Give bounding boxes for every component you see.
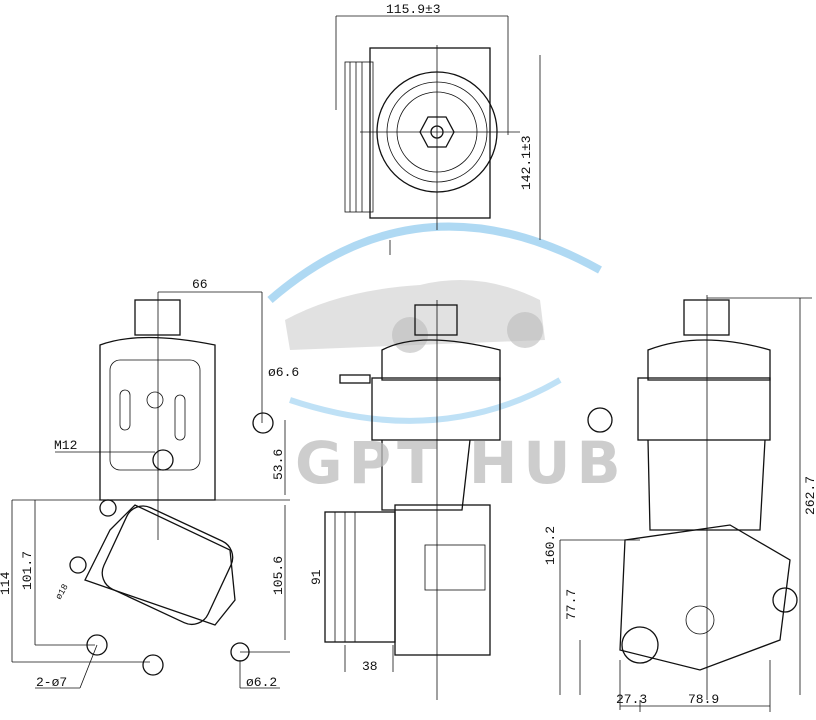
right-view: 160.2 77.7 262.7 27.3 78.9 xyxy=(543,295,816,712)
dim-38: 38 xyxy=(362,659,378,674)
dim-hole-6-6: ø6.6 xyxy=(268,365,299,380)
dim-66: 66 xyxy=(192,277,208,292)
watermark-text: GPT HUB xyxy=(295,429,627,497)
top-view: 115.9±3 142.1±3 xyxy=(335,2,541,255)
dim-160-2: 160.2 xyxy=(543,526,558,565)
dim-port-18: ø18 xyxy=(54,582,71,601)
dim-2-holes-7: 2-ø7 xyxy=(36,675,67,690)
dim-top-height: 142.1±3 xyxy=(519,135,534,190)
dim-114: 114 xyxy=(0,571,13,595)
dim-262-7: 262.7 xyxy=(803,476,816,515)
middle-view: 91 38 xyxy=(309,300,501,700)
dim-101-7: 101.7 xyxy=(20,551,35,590)
left-view: 66 ø6.6 M12 53.6 114 101.7 105.6 ø18 2-ø… xyxy=(0,277,299,690)
dim-53-6: 53.6 xyxy=(271,449,286,480)
dim-77-7: 77.7 xyxy=(564,589,579,620)
watermark-logo xyxy=(267,222,602,424)
dim-91: 91 xyxy=(309,569,324,585)
dim-27-3: 27.3 xyxy=(616,692,647,707)
dim-m12: M12 xyxy=(54,438,77,453)
dim-78-9: 78.9 xyxy=(688,692,719,707)
dim-hole-6-2: ø6.2 xyxy=(246,675,277,690)
dim-105-6: 105.6 xyxy=(271,556,286,595)
dim-top-width: 115.9±3 xyxy=(386,2,441,17)
